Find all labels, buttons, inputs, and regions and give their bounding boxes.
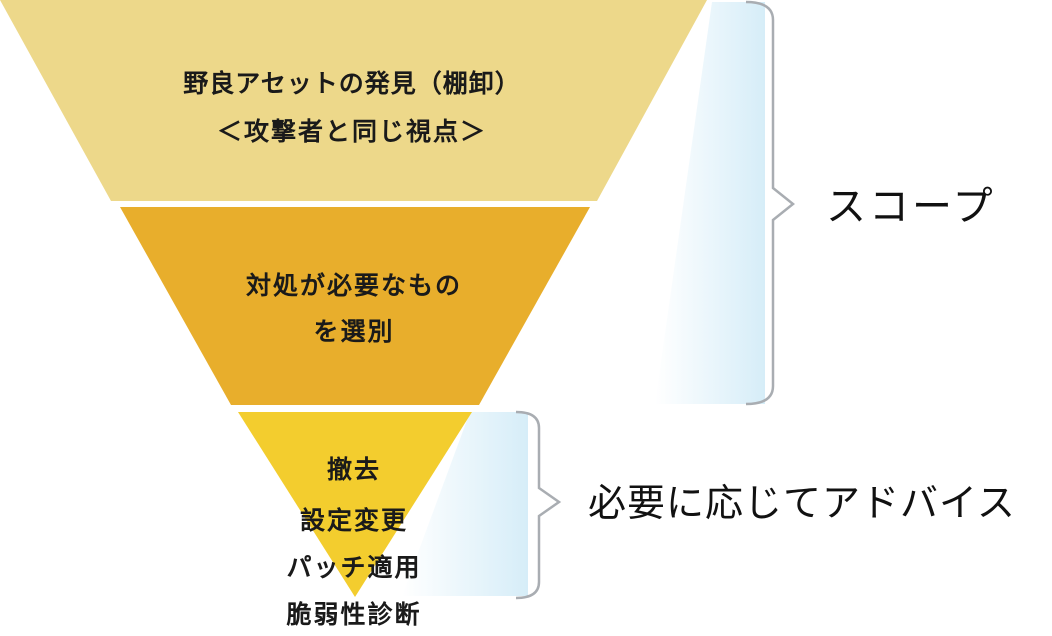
- funnel-tier-2: [120, 207, 590, 405]
- advice-bracket-panel: [402, 412, 528, 596]
- tier-3-line-4: 脆弱性診断: [285, 600, 421, 629]
- scope-label: スコープ: [826, 184, 996, 230]
- scope-bracket-panel: [655, 2, 765, 404]
- scope-brace: [745, 0, 796, 406]
- tier-1-line-2: ＜攻撃者と同じ視点＞: [217, 117, 487, 146]
- advice-label: 必要に応じてアドバイス: [588, 481, 1016, 525]
- tier-3-line-3: パッチ適用: [286, 553, 421, 582]
- tier-3-line-1: 撤去: [327, 455, 381, 484]
- funnel-tier-1: [0, 0, 707, 201]
- advice-brace: [515, 410, 562, 600]
- tier-2-line-1: 対処が必要なもの: [246, 271, 462, 300]
- tier-1-line-1: 野良アセットの発見（棚卸）: [183, 69, 521, 98]
- tier-3-line-2: 設定変更: [300, 506, 408, 535]
- tier-2-line-2: を選別: [313, 317, 394, 346]
- funnel-tier-3: [238, 412, 472, 597]
